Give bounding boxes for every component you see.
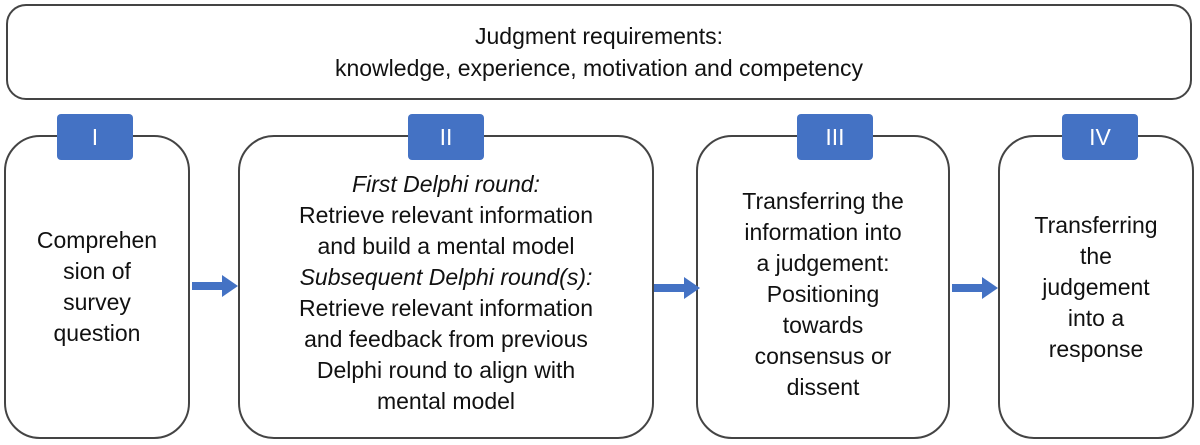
stage-4-response-box: Transferring the judgement into a respon… — [998, 135, 1194, 439]
stage-1-comprehension-box: Comprehen sion of survey question — [4, 135, 190, 439]
stage-1-line: question — [53, 320, 141, 346]
arrow-right-icon — [654, 277, 700, 299]
stage-1-line: sion of — [63, 258, 131, 284]
stage-3-line: towards — [782, 311, 864, 338]
stage-3-line: a judgement: — [756, 249, 890, 276]
requirements-list: knowledge, experience, motivation and co… — [334, 55, 864, 81]
stage-4-line: judgement — [1042, 273, 1150, 300]
stage-2-retrieval-box: First Delphi round: Retrieve relevant in… — [238, 135, 654, 439]
first-round-line: Retrieve relevant information — [298, 202, 594, 228]
stage-3-line: dissent — [786, 373, 860, 400]
stage-3-line: Positioning — [766, 280, 880, 307]
arrow-right-icon — [192, 275, 238, 297]
stage-3-badge: III — [797, 114, 873, 160]
stage-3-line: consensus or — [754, 342, 892, 369]
stage-4-badge: IV — [1062, 114, 1138, 160]
subsequent-round-line: mental model — [376, 388, 516, 414]
stage-1-badge: I — [57, 114, 133, 160]
stage-4-line: response — [1048, 335, 1144, 362]
judgment-requirements-box: Judgment requirements: knowledge, experi… — [6, 4, 1192, 100]
stage-2-badge: II — [408, 114, 484, 160]
subsequent-round-label: Subsequent Delphi round(s): — [299, 264, 593, 290]
requirements-title: Judgment requirements: — [474, 23, 723, 49]
stage-3-line: information into — [744, 218, 902, 245]
stage-4-line: into a — [1067, 304, 1125, 331]
stage-3-line: Transferring the — [742, 187, 904, 214]
subsequent-round-line: and feedback from previous — [304, 326, 588, 352]
arrow-right-icon — [952, 277, 998, 299]
stage-3-judgement-box: Transferring the information into a judg… — [696, 135, 950, 439]
stage-4-line: Transferring — [1034, 211, 1158, 238]
first-round-label: First Delphi round: — [352, 171, 540, 197]
first-round-line: and build a mental model — [317, 233, 575, 259]
subsequent-round-line: Delphi round to align with — [316, 357, 576, 383]
stage-1-line: survey — [63, 289, 131, 315]
stage-1-line: Comprehen — [36, 227, 158, 253]
stage-4-line: the — [1080, 242, 1112, 269]
subsequent-round-line: Retrieve relevant information — [298, 295, 594, 321]
